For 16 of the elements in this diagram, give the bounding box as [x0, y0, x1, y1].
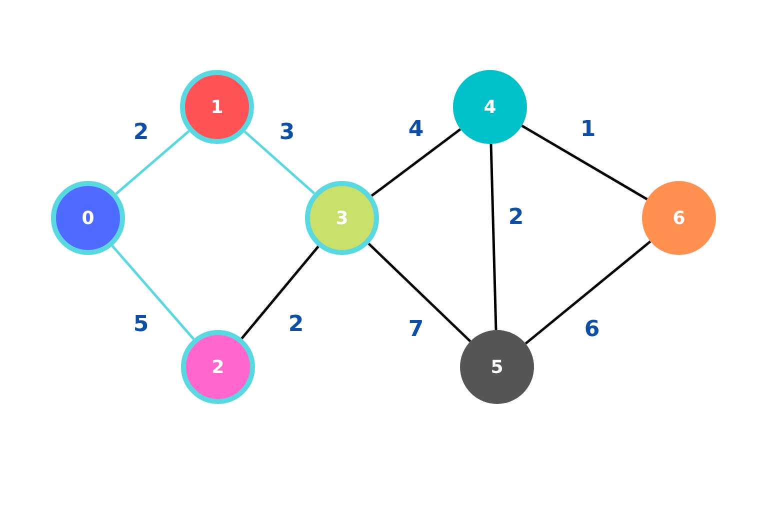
edge-line	[244, 130, 316, 194]
graph-vertex: 5	[460, 330, 534, 404]
graph-vertex: 6	[642, 181, 716, 255]
graph-vertex: 0	[51, 181, 125, 255]
graph-vertex: 3	[305, 181, 379, 255]
edge-line	[368, 242, 472, 342]
edge-line	[240, 246, 320, 340]
edge-line	[521, 124, 648, 200]
edge-line	[115, 130, 190, 195]
edge-line	[490, 144, 498, 330]
edge-line	[111, 245, 195, 340]
graph-vertex: 1	[180, 70, 254, 144]
graph-vertex: 4	[453, 70, 527, 144]
graph-vertex: 2	[181, 330, 255, 404]
edge-line	[524, 240, 652, 345]
edge-line	[370, 128, 462, 197]
